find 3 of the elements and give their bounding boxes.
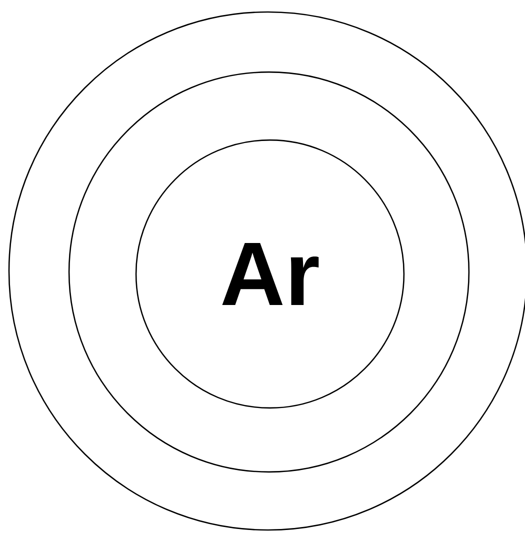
electron-shell: [8, 11, 525, 531]
atom-core: Ar: [135, 139, 405, 409]
electron-shell: [68, 71, 470, 473]
